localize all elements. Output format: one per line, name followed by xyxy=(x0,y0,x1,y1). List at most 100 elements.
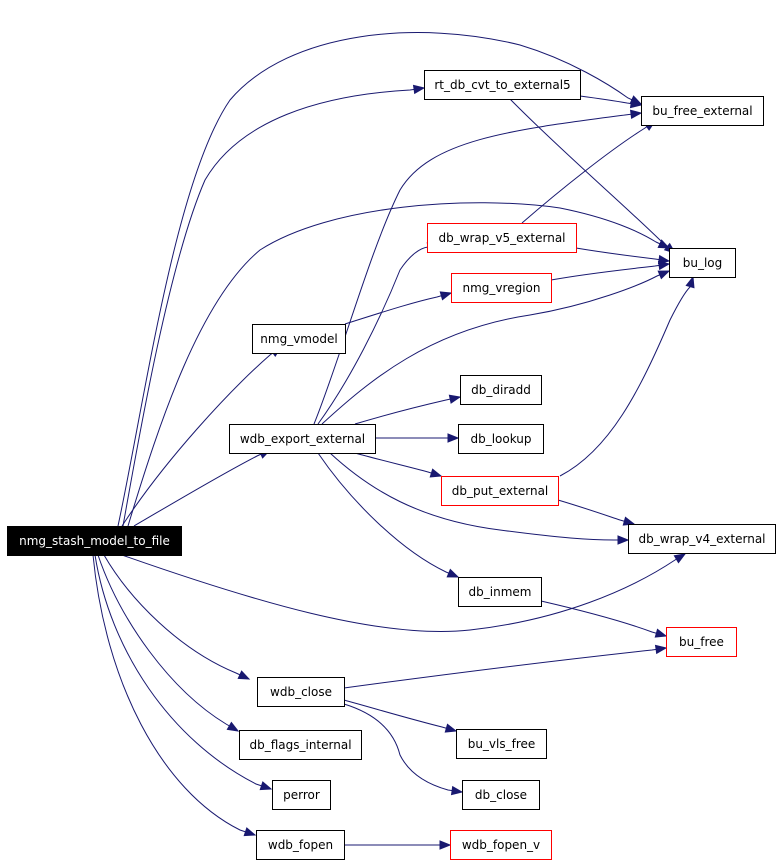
node-nmg_vmodel[interactable]: nmg_vmodel xyxy=(252,324,346,354)
edge-wdb_export_external-to-db_inmem xyxy=(317,452,460,578)
node-label: nmg_stash_model_to_file xyxy=(19,534,170,548)
node-box xyxy=(456,729,547,759)
node-db_close[interactable]: db_close xyxy=(462,780,540,810)
node-box xyxy=(239,730,362,760)
node-box xyxy=(424,70,581,100)
edge-line xyxy=(127,202,670,527)
edge-rt_db_cvt_to_external5-to-bu_free_external xyxy=(579,95,643,109)
node-db_inmem[interactable]: db_inmem xyxy=(458,577,542,607)
node-label: wdb_fopen xyxy=(268,838,333,852)
node-label: db_put_external xyxy=(452,484,549,498)
edge-wdb_close-to-bu_vls_free xyxy=(343,699,458,733)
edge-line xyxy=(354,452,442,477)
arrowhead xyxy=(685,275,695,289)
edge-line xyxy=(579,95,642,106)
edge-line xyxy=(122,87,425,527)
edge-db_put_external-to-bu_log xyxy=(559,275,695,477)
edge-wdb_export_external-to-bu_log xyxy=(321,270,671,425)
edge-db_wrap_v5_external-to-bu_free_external xyxy=(521,120,657,224)
node-box xyxy=(252,324,346,354)
node-db_wrap_v4_external[interactable]: db_wrap_v4_external xyxy=(628,524,776,554)
edge-line xyxy=(121,346,282,527)
edge-wdb_fopen-to-wdb_fopen_v xyxy=(343,840,452,850)
node-wdb_close[interactable]: wdb_close xyxy=(257,677,345,707)
node-label: rt_db_cvt_to_external5 xyxy=(434,78,570,92)
node-wdb_export_external[interactable]: wdb_export_external xyxy=(229,424,376,454)
node-box xyxy=(229,424,376,454)
node-db_wrap_v5_external[interactable]: db_wrap_v5_external xyxy=(427,223,577,253)
arrowhead xyxy=(448,394,462,404)
arrowhead xyxy=(617,535,630,545)
edge-nmg_vmodel-to-nmg_vregion xyxy=(344,291,453,325)
nodes-layer: nmg_stash_model_to_file rt_db_cvt_to_exte… xyxy=(7,70,776,860)
arrowhead xyxy=(429,468,443,478)
node-db_flags_internal[interactable]: db_flags_internal xyxy=(239,730,362,760)
node-bu_free_external[interactable]: bu_free_external xyxy=(641,96,764,126)
edge-nmg_stash_model_to_file-to-db_flags_internal xyxy=(97,554,240,732)
arrowhead xyxy=(629,109,643,120)
edge-line xyxy=(321,270,670,425)
edge-line xyxy=(329,452,628,541)
node-box xyxy=(441,476,559,506)
edge-line xyxy=(92,554,256,836)
edge-nmg_vregion-to-bu_log xyxy=(550,260,671,281)
node-label: bu_free_external xyxy=(652,104,752,118)
node-db_lookup[interactable]: db_lookup xyxy=(458,424,544,454)
node-bu_log[interactable]: bu_log xyxy=(669,248,736,278)
node-bu_vls_free[interactable]: bu_vls_free xyxy=(456,729,547,759)
node-label: wdb_fopen_v xyxy=(462,838,540,852)
arrowhead xyxy=(657,260,671,271)
edge-wdb_export_external-to-db_put_external xyxy=(354,452,443,478)
edge-wdb_export_external-to-db_lookup xyxy=(374,433,460,443)
node-nmg_vregion[interactable]: nmg_vregion xyxy=(451,273,552,303)
edge-line xyxy=(317,243,439,425)
node-box xyxy=(458,577,542,607)
edge-line xyxy=(575,247,670,262)
arrowhead xyxy=(654,628,668,638)
edge-line xyxy=(94,554,272,790)
arrowhead xyxy=(226,721,240,732)
edge-line xyxy=(103,554,250,680)
node-wdb_fopen_v[interactable]: wdb_fopen_v xyxy=(450,830,552,860)
arrowhead xyxy=(622,516,636,526)
edge-line xyxy=(344,292,452,325)
node-bu_free[interactable]: bu_free xyxy=(666,627,737,657)
edge-line xyxy=(97,554,239,732)
arrowhead xyxy=(657,270,671,280)
edge-nmg_stash_model_to_file-to-perror xyxy=(94,554,273,791)
edge-line xyxy=(133,449,271,527)
node-db_diradd[interactable]: db_diradd xyxy=(460,375,542,405)
edge-wdb_export_external-to-db_wrap_v4_external xyxy=(329,452,630,545)
arrowhead xyxy=(439,291,453,301)
node-box xyxy=(666,627,737,657)
arrowhead xyxy=(259,781,273,791)
arrowhead xyxy=(439,840,452,850)
arrowhead xyxy=(444,723,458,733)
node-box xyxy=(450,830,552,860)
arrowhead xyxy=(412,84,426,95)
node-rt_db_cvt_to_external5[interactable]: rt_db_cvt_to_external5 xyxy=(424,70,581,100)
edge-nmg_stash_model_to_file-to-bu_log xyxy=(127,202,671,527)
edge-db_wrap_v5_external-to-bu_log xyxy=(575,247,671,265)
edge-line xyxy=(559,276,694,477)
node-label: nmg_vmodel xyxy=(260,332,337,346)
node-db_put_external[interactable]: db_put_external xyxy=(441,476,559,506)
arrowhead xyxy=(237,670,251,680)
edge-line xyxy=(343,703,463,793)
node-label: db_diradd xyxy=(471,383,531,397)
node-wdb_fopen[interactable]: wdb_fopen xyxy=(256,830,345,860)
node-label: bu_vls_free xyxy=(468,737,536,751)
node-perror[interactable]: perror xyxy=(272,780,331,810)
node-label: db_inmem xyxy=(469,585,532,599)
node-label: perror xyxy=(283,788,320,802)
node-box xyxy=(462,780,540,810)
node-nmg_stash_model_to_file[interactable]: nmg_stash_model_to_file xyxy=(7,526,182,556)
node-box xyxy=(257,677,345,707)
node-box xyxy=(641,96,764,126)
edge-wdb_close-to-bu_free xyxy=(343,644,668,689)
edge-line xyxy=(521,120,656,224)
edge-line xyxy=(550,263,670,281)
node-label: bu_log xyxy=(683,256,723,270)
edge-wdb_close-to-db_close xyxy=(343,703,464,796)
arrowhead xyxy=(243,827,257,837)
